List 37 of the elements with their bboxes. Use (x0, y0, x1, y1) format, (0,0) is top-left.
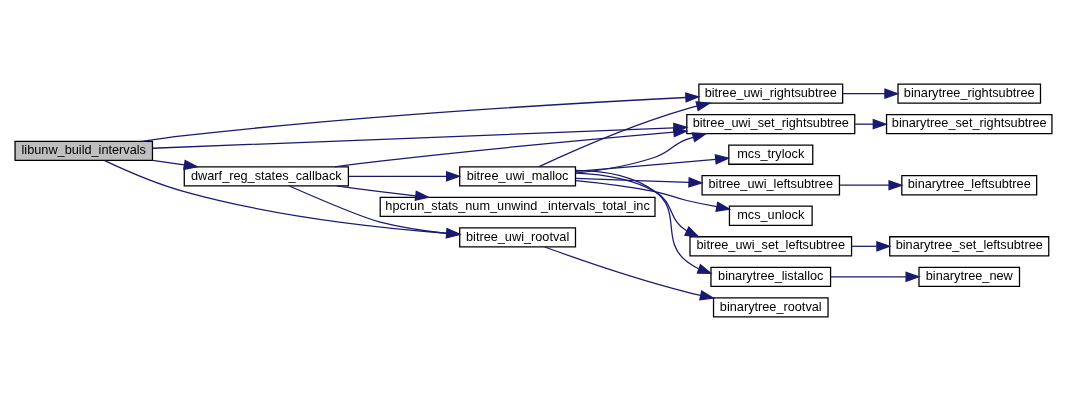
node-box: bitree_uwi_set_leftsubtree (689, 235, 853, 256)
arrow (348, 170, 462, 182)
arrow (830, 271, 921, 282)
node-box: hpcrun_stats_num_unwind _intervals_total_inc (379, 196, 656, 217)
arrow (538, 100, 712, 167)
node-box: mcs_trylock (728, 144, 814, 165)
node-box: binarytree_rightsubtree (897, 82, 1042, 104)
node-box: bitree_uwi_rootval (459, 226, 577, 248)
node-box: bitree_uwi_malloc (459, 165, 577, 186)
arrow (575, 153, 731, 172)
node-box: binarytree_set_leftsubtree (889, 235, 1050, 256)
arrow (575, 176, 704, 188)
arrow (334, 126, 689, 167)
arrow (151, 159, 200, 170)
node-box: bitree_uwi_leftsubtree (701, 174, 841, 195)
arrow (839, 179, 904, 191)
arrow (288, 184, 462, 239)
node-box: libunw_build_intervals (14, 140, 154, 161)
arrow (851, 240, 892, 252)
arrow (336, 184, 431, 201)
arrow (104, 159, 462, 239)
node-box: bitree_uwi_rightsubtree (698, 82, 844, 104)
arrow (575, 179, 732, 212)
arrow (575, 172, 701, 238)
arrow (842, 87, 900, 99)
arrow (544, 245, 716, 300)
arrow (574, 131, 708, 174)
node-box: bitree_uwi_set_rightsubtree (686, 113, 856, 134)
node-box: mcs_unlock (728, 205, 813, 226)
node-box: binarytree_listalloc (710, 266, 832, 287)
arrow (141, 91, 701, 142)
node-box: binarytree_set_rightsubtree (885, 113, 1053, 134)
node-box: binarytree_leftsubtree (901, 174, 1038, 195)
node-box: binarytree_rootval (712, 296, 829, 318)
node-box: dwarf_reg_states_callback (183, 165, 350, 186)
node-box: binarytree_new (918, 266, 1021, 287)
arrow (575, 169, 713, 274)
